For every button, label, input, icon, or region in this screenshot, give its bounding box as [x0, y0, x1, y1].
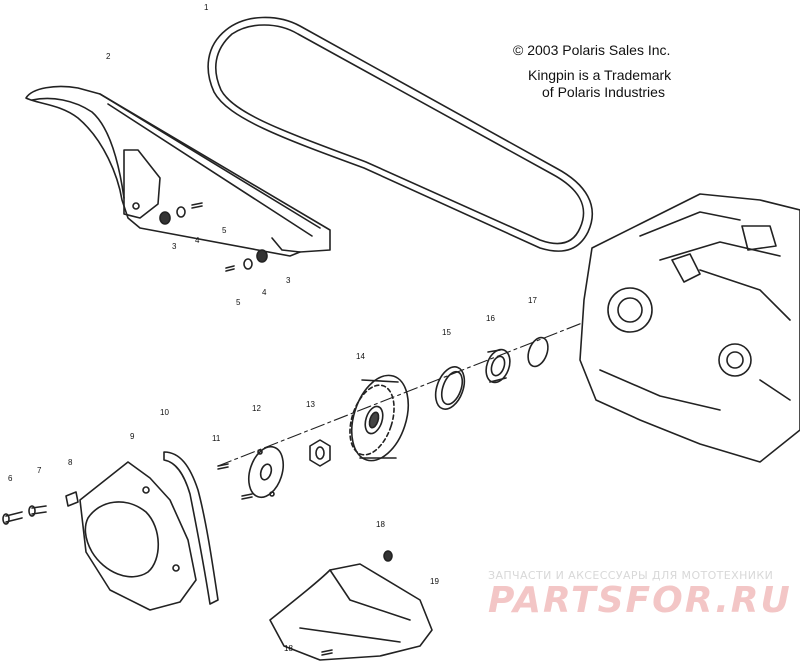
callout-16: 16 [486, 314, 495, 323]
callout-5-upper: 5 [222, 226, 227, 235]
copyright-notice: © 2003 Polaris Sales Inc. [513, 42, 671, 58]
callout-14: 14 [356, 352, 365, 361]
drive-sprocket [349, 374, 410, 462]
callout-3-lower: 3 [286, 276, 291, 285]
callout-13: 13 [306, 400, 315, 409]
callout-9: 9 [130, 432, 135, 441]
watermark-tagline: ЗАПЧАСТИ И АКСЕССУАРЫ ДЛЯ МОТОТЕХНИКИ [488, 569, 774, 582]
callout-17: 17 [528, 296, 537, 305]
callout-5-lower: 5 [236, 298, 241, 307]
plate-screws [217, 463, 253, 500]
belt-guard [25, 85, 331, 257]
callout-7: 7 [37, 466, 42, 475]
sprocket-cover [79, 461, 197, 611]
bearing [485, 348, 511, 384]
callout-3-upper: 3 [172, 242, 177, 251]
callout-4-upper: 4 [195, 236, 200, 245]
callout-6: 6 [8, 474, 13, 483]
callout-18-top: 18 [376, 520, 385, 529]
trademark-line-2: of Polaris Industries [542, 84, 665, 100]
watermark-brand: PARTSFOR.RU [488, 580, 792, 621]
drive-belt [207, 16, 593, 252]
cover-gasket [163, 451, 219, 605]
callout-19: 19 [430, 577, 439, 586]
callout-10: 10 [160, 408, 169, 417]
retainer-plate [247, 445, 285, 499]
mount-bracket [269, 550, 433, 661]
hex-nut [309, 439, 331, 467]
callout-2: 2 [106, 52, 111, 61]
o-ring [527, 336, 549, 368]
callout-1: 1 [204, 3, 209, 12]
callout-8: 8 [68, 458, 73, 467]
callout-12: 12 [252, 404, 261, 413]
trademark-line-1: Kingpin is a Trademark [528, 67, 672, 83]
callout-4-lower: 4 [262, 288, 267, 297]
callout-11: 11 [212, 434, 221, 443]
assembly-centerline [217, 315, 601, 467]
seal-ring [434, 366, 466, 410]
left-hardware [2, 491, 79, 525]
callout-15: 15 [442, 328, 451, 337]
engine-case [579, 193, 800, 463]
hardware-lower [225, 249, 268, 272]
callout-18-bottom: 18 [284, 644, 293, 653]
hardware-upper [159, 202, 203, 225]
